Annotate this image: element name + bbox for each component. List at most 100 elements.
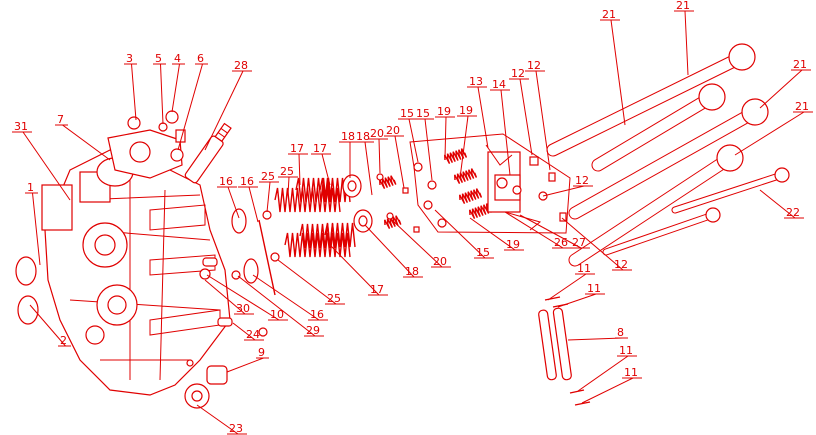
valve-springs (274, 148, 493, 258)
bolt-head (698, 83, 726, 111)
callout-15: 15 (414, 107, 434, 181)
leader-line (378, 138, 381, 174)
callout-19: 19 (435, 105, 455, 159)
small-spring (379, 175, 397, 190)
callout-label: 15 (416, 107, 430, 120)
bolt-head (716, 144, 744, 172)
callout-label: 25 (327, 292, 341, 305)
leader-line (22, 131, 71, 201)
callout-27: 27 (519, 214, 590, 249)
callout-10: 10 (206, 274, 288, 321)
callout-13: 13 (467, 75, 489, 149)
leader-line (131, 63, 137, 121)
bolts (546, 43, 790, 267)
leader-line (547, 273, 587, 301)
callout-label: 12 (527, 59, 541, 72)
leader-line (581, 377, 634, 404)
leader-line (232, 322, 256, 341)
callout-11: 11 (557, 282, 605, 308)
callout-label: 21 (793, 58, 807, 71)
leader-line (561, 217, 624, 271)
pins (538, 296, 591, 406)
callout-21: 21 (600, 8, 626, 126)
callout-label: 11 (577, 262, 591, 275)
spring (295, 177, 332, 203)
callout-25: 25 (278, 165, 298, 196)
leader-line (444, 116, 447, 159)
leader-line (237, 275, 316, 337)
callout-29: 29 (237, 275, 324, 337)
callout-20: 20 (391, 219, 451, 268)
callout-label: 22 (786, 206, 800, 219)
callout-label: 16 (219, 175, 233, 188)
callout-30: 30 (204, 279, 254, 315)
spring (319, 177, 351, 203)
leader-line (277, 259, 337, 305)
callout-label: 20 (386, 124, 400, 137)
callout-label: 23 (229, 422, 243, 435)
valve-block (485, 144, 542, 231)
callout-label: 17 (290, 142, 304, 155)
leader-line (227, 186, 240, 219)
callout-label: 6 (197, 52, 204, 65)
callout-label: 5 (155, 52, 162, 65)
callout-label: 12 (575, 174, 589, 187)
callout-label: 3 (126, 52, 133, 65)
bolt-head (728, 43, 756, 71)
leader-line (408, 118, 419, 163)
callout-17: 17 (311, 142, 331, 186)
leader-line (226, 357, 264, 373)
spring (299, 223, 336, 249)
leader-line (204, 279, 246, 315)
callout-label: 12 (511, 67, 525, 80)
callout-label: 14 (492, 78, 506, 91)
leader-line (610, 19, 626, 126)
callout-label: 7 (57, 113, 64, 126)
leader-line (298, 153, 301, 186)
callout-9: 9 (226, 346, 269, 373)
callout-label: 11 (619, 344, 633, 357)
callout-label: 11 (624, 366, 638, 379)
leader-line (252, 274, 320, 321)
callout-19: 19 (457, 104, 477, 179)
leader-line (364, 224, 415, 278)
leader-line (206, 274, 280, 321)
callout-12: 12 (525, 59, 551, 171)
callout-label: 30 (236, 302, 250, 315)
bolt-head (705, 207, 721, 223)
callout-19: 19 (469, 217, 524, 251)
callout-11: 11 (547, 262, 595, 301)
callout-16: 16 (252, 274, 328, 321)
sensor (184, 122, 232, 184)
callout-6: 6 (177, 52, 208, 151)
callout-label: 28 (234, 59, 248, 72)
callout-label: 15 (476, 246, 490, 259)
leader-line (759, 69, 803, 109)
callout-label: 20 (370, 127, 384, 140)
callout-label: 11 (587, 282, 601, 295)
callout-label: 8 (617, 326, 624, 339)
callout-3: 3 (124, 52, 137, 121)
leader-line (160, 63, 164, 125)
small-spring (459, 188, 483, 205)
leader-line (557, 293, 597, 308)
callout-1: 1 (25, 181, 41, 266)
callout-label: 19 (506, 238, 520, 251)
callout-24: 24 (232, 322, 264, 341)
callout-8: 8 (567, 326, 628, 341)
callout-label: 25 (280, 165, 294, 178)
callout-16: 16 (238, 175, 259, 223)
leader-line (364, 141, 373, 196)
callout-18: 18 (364, 224, 423, 278)
callout-21: 21 (734, 100, 813, 156)
leader-line (504, 211, 564, 249)
callout-label: 21 (602, 8, 616, 21)
leader-line (32, 192, 41, 266)
callout-label: 21 (676, 0, 690, 12)
small-spring (454, 168, 478, 185)
leader-line (577, 355, 629, 392)
small-spring (384, 215, 402, 230)
leader-line (391, 219, 443, 268)
callout-12: 12 (561, 217, 632, 271)
